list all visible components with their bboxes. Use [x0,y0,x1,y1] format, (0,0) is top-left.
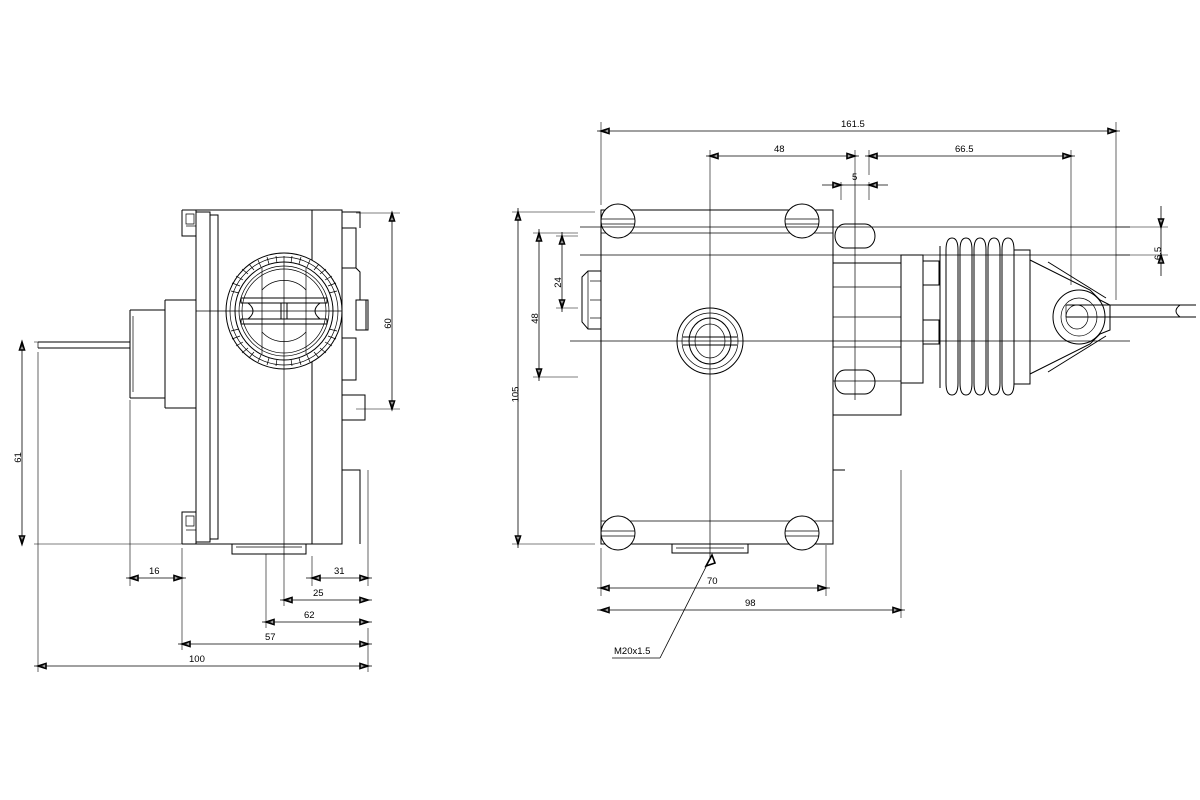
dim-label-side-height-60: 60 [382,318,394,329]
front-view-dimensions [512,122,1168,659]
dim-label-side-depth-16: 16 [149,566,160,577]
dim-label-front-offset-6-5: 6.5 [1153,246,1165,261]
dim-label-front-len-66-5: 66.5 [955,144,974,155]
dim-label-front-gap-5: 5 [852,172,858,183]
dim-label-front-height-48: 48 [529,313,541,324]
dim-label-side-height-61: 61 [12,452,24,463]
dim-label-side-depth-31: 31 [334,566,345,577]
dim-label-front-height-105: 105 [510,386,522,403]
dim-label-side-depth-25: 25 [313,588,324,599]
dim-label-front-height-24: 24 [552,277,564,288]
side-view-dimensions [18,210,400,672]
bellows-boot [940,238,1014,395]
leader-note-thread-callout: M20x1.5 [614,646,651,657]
side-view-geometry [37,210,368,560]
dim-label-front-width-98: 98 [745,598,756,609]
dim-label-side-depth-100: 100 [189,654,205,665]
dim-label-front-len-48: 48 [774,144,785,155]
front-view-geometry [570,175,1196,560]
corner-bolts [601,204,819,550]
dim-label-side-depth-62: 62 [304,610,315,621]
dim-label-side-depth-57: 57 [265,632,276,643]
dim-label-front-width-70: 70 [707,576,718,587]
dim-label-front-overall-161-5: 161.5 [841,119,865,130]
